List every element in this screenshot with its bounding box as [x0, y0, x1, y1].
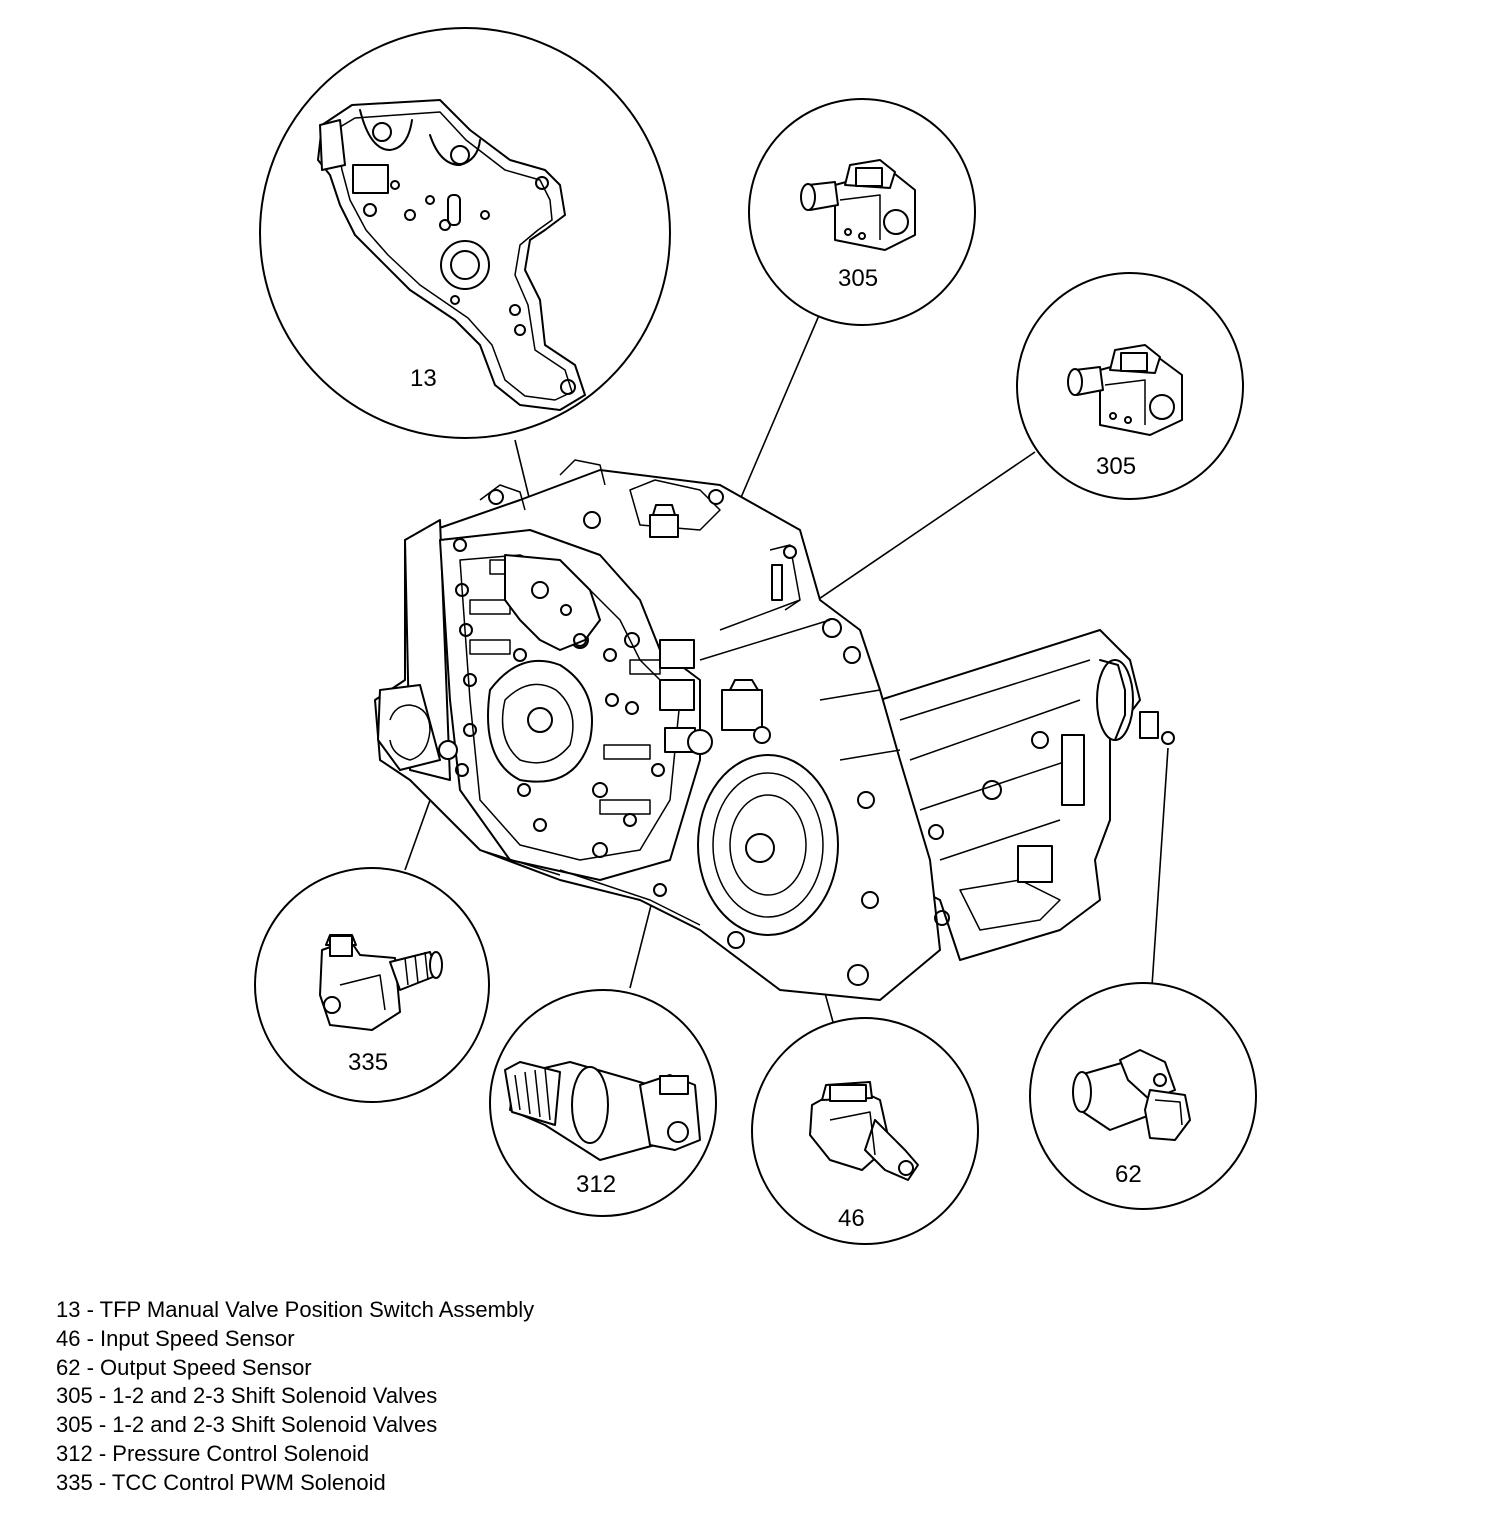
callout-label-305a: 305	[838, 265, 878, 292]
mounted-solenoid-305b	[659, 679, 695, 711]
callout-46: 46	[751, 1017, 979, 1245]
shift-solenoid-valve-drawing-b	[1067, 344, 1183, 436]
output-speed-sensor-drawing	[1072, 1049, 1191, 1141]
legend-item-46: 46 - Input Speed Sensor	[56, 1325, 295, 1351]
shift-solenoid-valve-drawing-a	[800, 159, 916, 251]
legend-item-305a: 305 - 1-2 and 2-3 Shift Solenoid Valves	[56, 1383, 438, 1409]
callout-label-312: 312	[576, 1171, 616, 1198]
callout-62: 62	[1029, 982, 1257, 1210]
legend-item-335: 335 - TCC Control PWM Solenoid	[56, 1469, 386, 1495]
callout-label-13: 13	[410, 365, 437, 392]
callout-335: 335	[254, 867, 490, 1103]
legend-item-305b: 305 - 1-2 and 2-3 Shift Solenoid Valves	[56, 1412, 438, 1438]
callout-label-46: 46	[838, 1205, 865, 1232]
callout-305a: 305	[748, 98, 976, 326]
legend-item-62: 62 - Output Speed Sensor	[56, 1354, 312, 1380]
extension-housing	[879, 629, 1141, 961]
mounted-solenoid-305a	[659, 639, 695, 669]
callout-label-305b: 305	[1096, 453, 1136, 480]
parts-legend: 13 - TFP Manual Valve Position Switch As…	[56, 1296, 534, 1498]
legend-item-13: 13 - TFP Manual Valve Position Switch As…	[56, 1297, 535, 1322]
callout-label-335: 335	[348, 1049, 388, 1076]
callout-label-62: 62	[1115, 1161, 1142, 1188]
tfp-switch-assembly-drawing	[317, 99, 586, 411]
pressure-control-solenoid-drawing	[504, 1061, 701, 1161]
callout-13: 13	[259, 27, 671, 439]
transmission-assembly	[374, 459, 1175, 1001]
callout-312: 312	[489, 989, 717, 1217]
leader-62	[1151, 747, 1169, 987]
callout-305b: 305	[1016, 272, 1244, 500]
mounted-input-speed-sensor	[721, 689, 763, 731]
legend-item-312: 312 - Pressure Control Solenoid	[56, 1440, 370, 1466]
input-speed-sensor-drawing	[809, 1081, 919, 1181]
tcc-pwm-solenoid-drawing	[319, 934, 443, 1031]
